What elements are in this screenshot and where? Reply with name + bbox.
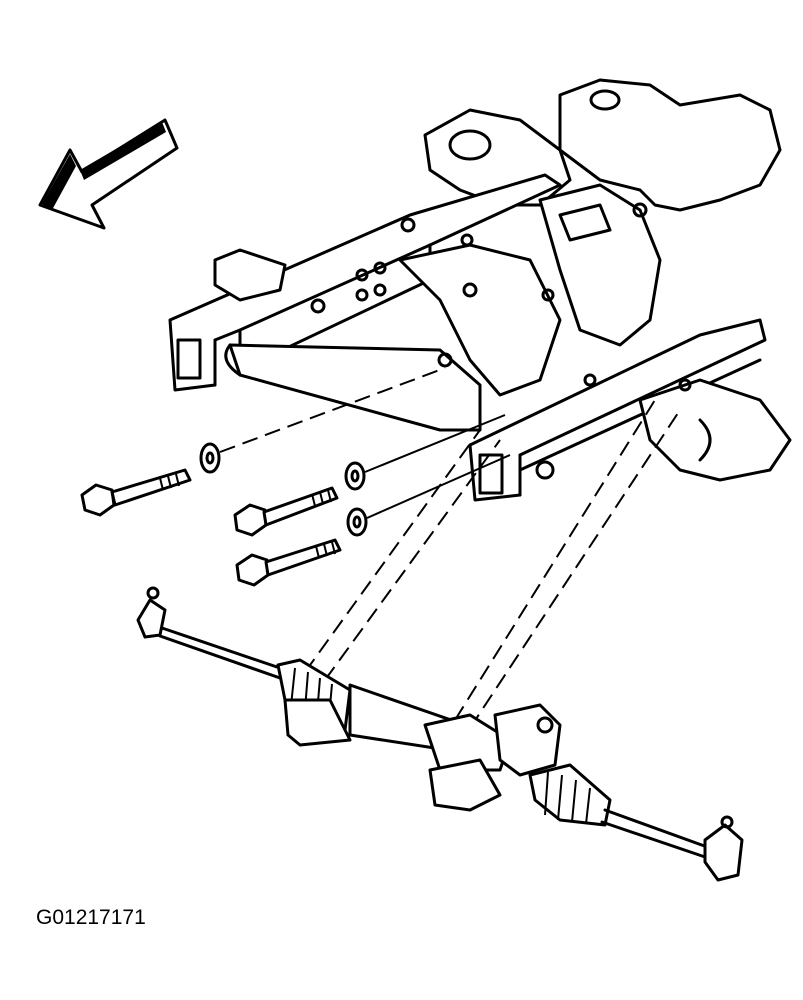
figure-code: G01217171 [36, 906, 146, 929]
steering-gear-rack [136, 586, 744, 882]
bolt-upper [80, 442, 221, 517]
direction-arrow-icon [38, 118, 179, 230]
frame-crossmember [168, 78, 792, 502]
bolt-middle [233, 461, 366, 537]
mounting-bolts [80, 367, 511, 587]
bolt-lower [235, 507, 368, 587]
alignment-lines [304, 399, 681, 729]
